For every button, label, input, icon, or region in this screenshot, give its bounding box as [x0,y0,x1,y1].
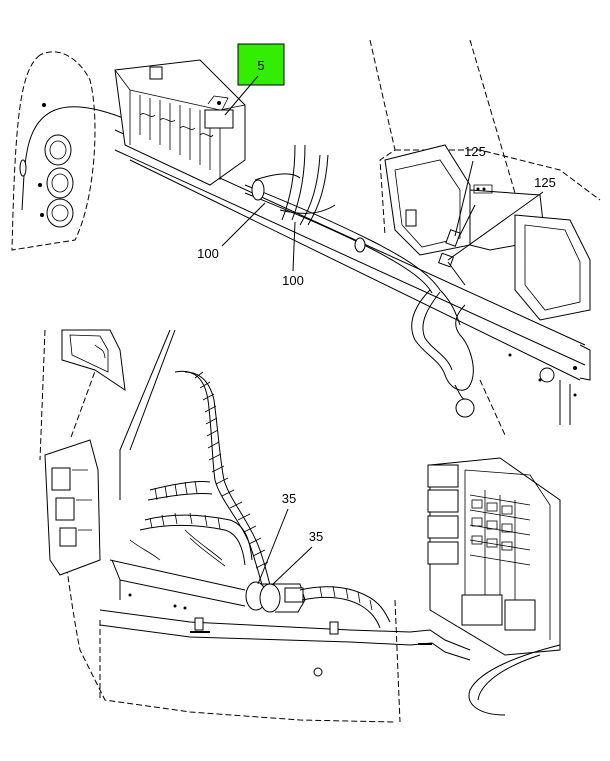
leader-125-lower [447,191,544,261]
top-assembly-view [11,39,601,436]
instrument-cluster [384,144,591,321]
left-door-panel-outline [11,51,96,251]
harness-loop [411,289,474,391]
leader-35-upper [257,508,289,585]
callout-35-lower[interactable]: 35 [309,529,323,544]
instrument-panel-outline [369,39,601,236]
callout-35-upper[interactable]: 35 [282,491,296,506]
callout-125-lower[interactable]: 125 [534,175,556,190]
callout-100-right[interactable]: 100 [282,273,304,288]
relay-block [114,59,246,186]
leader-125-upper [454,160,474,237]
callout-5[interactable]: 5 [257,58,264,73]
fuse-relay-panel [427,457,561,656]
lower-panel-outline [54,459,396,723]
gauge-cluster [38,103,74,228]
callout-125-upper[interactable]: 125 [464,144,486,159]
grommet-assembly [245,581,391,629]
switch-panel [44,439,101,576]
leader-100-left [221,202,266,247]
leader-100-right [292,221,296,272]
leader-5 [224,75,259,116]
leader-35-lower [271,546,313,586]
bottom-assembly-view [39,329,561,723]
mounting-bracket [61,329,126,392]
callout-100-left[interactable]: 100 [197,246,219,261]
callout-5-highlight[interactable] [237,43,285,86]
spiral-wrapped-harness [174,370,263,586]
floor-rail [99,559,411,633]
